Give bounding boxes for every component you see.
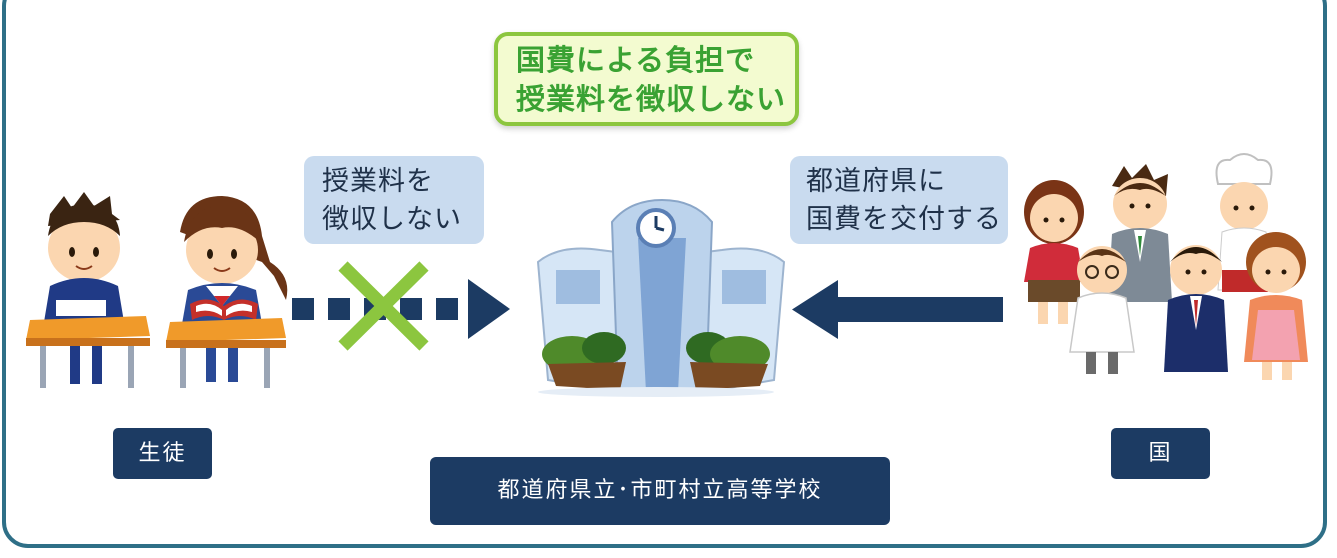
diagram-frame — [2, 0, 1327, 548]
school-building-illustration — [536, 198, 786, 397]
people-group-illustration — [1024, 153, 1308, 380]
top-note-line1: 国費による負担で — [516, 43, 756, 77]
top-note-callout: 国費による負担で 授業料を徴収しない — [494, 32, 799, 126]
top-note-line2: 授業料を徴収しない — [516, 82, 787, 116]
right-note-line1: 都道府県に — [806, 166, 946, 197]
country-label: 国 — [1111, 428, 1210, 479]
left-note-line1: 授業料を — [322, 166, 434, 197]
student-label: 生徒 — [113, 428, 212, 479]
solid-arrow — [792, 280, 1003, 339]
cross-mark-icon — [338, 261, 429, 351]
left-note-line2: 徴収しない — [322, 204, 462, 235]
left-note-bubble: 授業料を 徴収しない — [304, 156, 484, 244]
right-note-line2: 国費を交付する — [806, 204, 1002, 235]
right-note-bubble: 都道府県に 国費を交付する — [790, 156, 1008, 244]
school-label: 都道府県立･市町村立高等学校 — [430, 457, 890, 525]
students-illustration — [26, 192, 288, 388]
